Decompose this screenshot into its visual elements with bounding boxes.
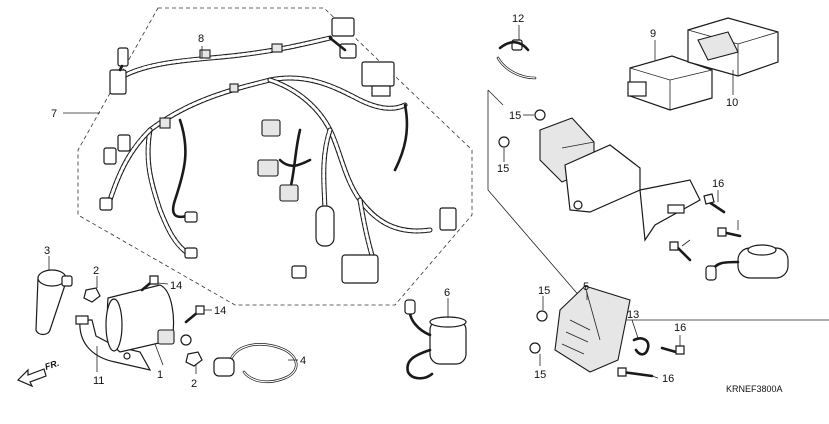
callout-4: 4 xyxy=(300,355,306,367)
front-direction-arrow xyxy=(16,368,47,388)
callout-2a: 2 xyxy=(93,265,99,277)
condenser-6 xyxy=(404,299,467,380)
regulator-bracket-upper xyxy=(498,109,701,242)
callout-12: 12 xyxy=(512,13,524,25)
callout-5: 5 xyxy=(583,281,589,293)
condenser-right xyxy=(705,244,789,281)
leader-lines xyxy=(48,25,739,379)
callout-14a: 14 xyxy=(170,280,182,292)
main-harness-7 xyxy=(99,61,457,284)
clip-13 xyxy=(632,337,650,356)
relay-cover-10 xyxy=(687,17,779,77)
sub-harness-8 xyxy=(109,17,357,95)
nut-2b xyxy=(185,351,203,367)
nut-2a xyxy=(83,287,101,303)
ignition-coil-1 xyxy=(105,284,192,353)
assembly-outline xyxy=(487,90,829,321)
callout-2b: 2 xyxy=(191,378,197,390)
callout-labels: 7 8 12 9 10 15 15 16 3 2 14 14 1 2 11 4 … xyxy=(44,13,738,390)
bolt-16c xyxy=(669,241,692,262)
harness-group-outline xyxy=(77,7,473,306)
callout-15b: 15 xyxy=(497,163,509,175)
callout-16c: 16 xyxy=(662,373,674,385)
plug-cap-3 xyxy=(35,269,73,336)
callout-13: 13 xyxy=(627,309,639,321)
bolt-14a xyxy=(140,275,159,292)
bolt-16-lower xyxy=(617,345,685,378)
front-direction-label: FR. xyxy=(44,358,61,372)
callout-8: 8 xyxy=(198,33,204,45)
bolt-16a xyxy=(703,193,726,214)
callout-15d: 15 xyxy=(534,369,546,381)
callout-16b: 16 xyxy=(674,322,686,334)
callout-6: 6 xyxy=(444,287,450,299)
relay-9 xyxy=(627,55,713,111)
callout-15c: 15 xyxy=(538,285,550,297)
regulator-5 xyxy=(529,285,631,373)
callout-11: 11 xyxy=(93,375,104,387)
callout-7: 7 xyxy=(51,108,57,120)
callout-16a: 16 xyxy=(712,178,724,190)
diagram-code: KRNEF3800A xyxy=(726,384,783,394)
callout-1: 1 xyxy=(157,369,163,381)
callout-15a: 15 xyxy=(509,110,521,122)
bolt-14b xyxy=(184,305,205,324)
callout-14b: 14 xyxy=(214,305,226,317)
callout-9: 9 xyxy=(650,28,656,40)
callout-10: 10 xyxy=(726,97,738,109)
clamp-12 xyxy=(496,39,537,80)
callout-3: 3 xyxy=(44,245,50,257)
bolt-16b xyxy=(717,227,742,238)
sub-cord-4 xyxy=(213,343,298,384)
